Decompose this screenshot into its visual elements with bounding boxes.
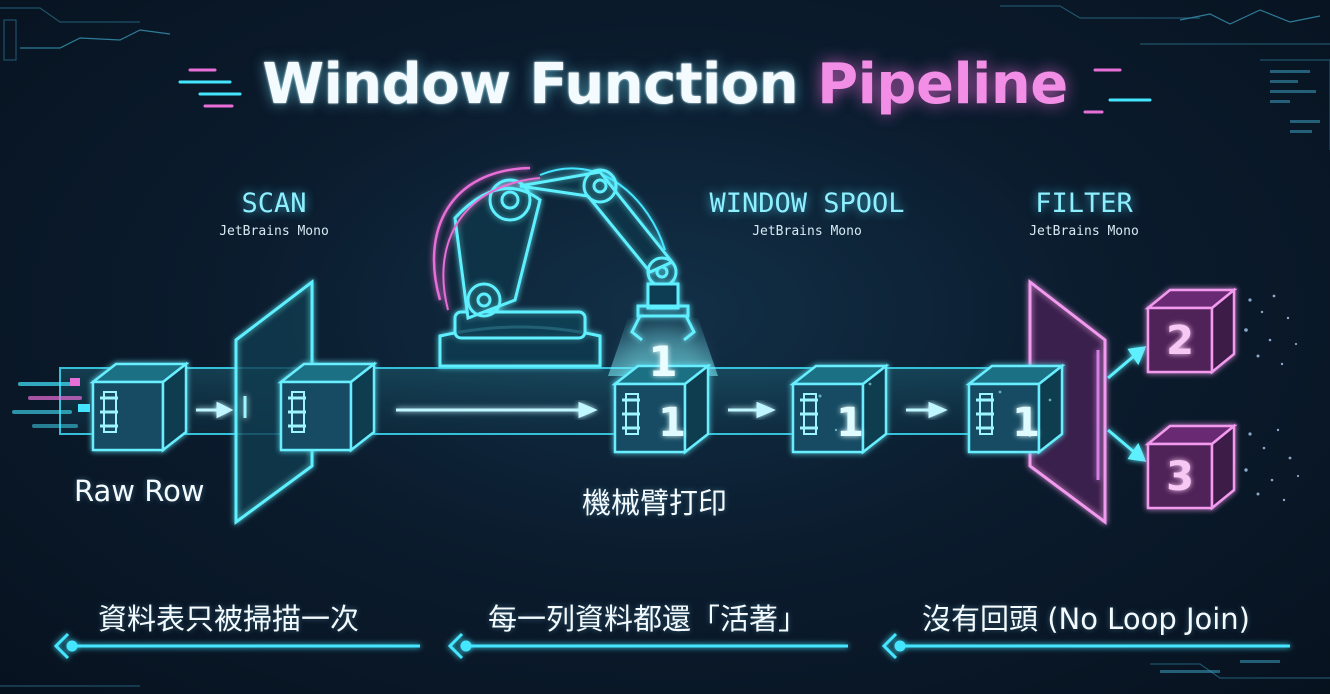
cube-number-spooled: 1 xyxy=(836,400,864,446)
caption-no-loop-join: 沒有回頭 (No Loop Join) xyxy=(922,602,1250,636)
stage-subtitle-scan: JetBrains Mono xyxy=(219,224,329,239)
stage-subtitle-window-spool: JetBrains Mono xyxy=(752,224,862,239)
cube-number-stamped: 1 xyxy=(658,400,686,446)
stamp-number: 1 xyxy=(648,337,677,386)
stage-title-window-spool: WINDOW SPOOL xyxy=(709,188,905,219)
scan-gate xyxy=(234,278,314,525)
flow-arrows xyxy=(196,401,948,419)
page-title: Window Function Pipeline xyxy=(0,52,1330,117)
cube-number-output-bottom: 3 xyxy=(1166,454,1194,500)
caption-scan-once: 資料表只被掃描一次 xyxy=(98,602,360,636)
robot-arm xyxy=(432,166,696,368)
label-robot-arm: 機械臂打印 xyxy=(582,486,728,520)
filter-gate xyxy=(1028,278,1107,525)
title-part-2: Pipeline xyxy=(817,52,1068,117)
incoming-data-streaks xyxy=(12,378,90,428)
bottom-arrow-lines xyxy=(53,632,1290,660)
stage-title-filter: FILTER xyxy=(1035,188,1133,219)
output-particles xyxy=(1244,294,1300,502)
cube-number-pre-filter: 1 xyxy=(1012,400,1040,446)
stage-subtitle-filter: JetBrains Mono xyxy=(1029,224,1139,239)
cube-scanned xyxy=(279,362,376,452)
stage-title-scan: SCAN xyxy=(241,188,307,219)
cube-number-output-top: 2 xyxy=(1166,318,1194,364)
conveyor-belt xyxy=(59,367,1061,435)
label-raw-row: Raw Row xyxy=(74,474,205,508)
title-part-1: Window Function xyxy=(262,52,799,117)
cube-raw-row xyxy=(91,362,188,452)
spool-particles xyxy=(818,382,1052,438)
caption-rows-alive: 每一列資料都還「活著」 xyxy=(488,602,808,636)
split-arrows xyxy=(1107,346,1147,462)
